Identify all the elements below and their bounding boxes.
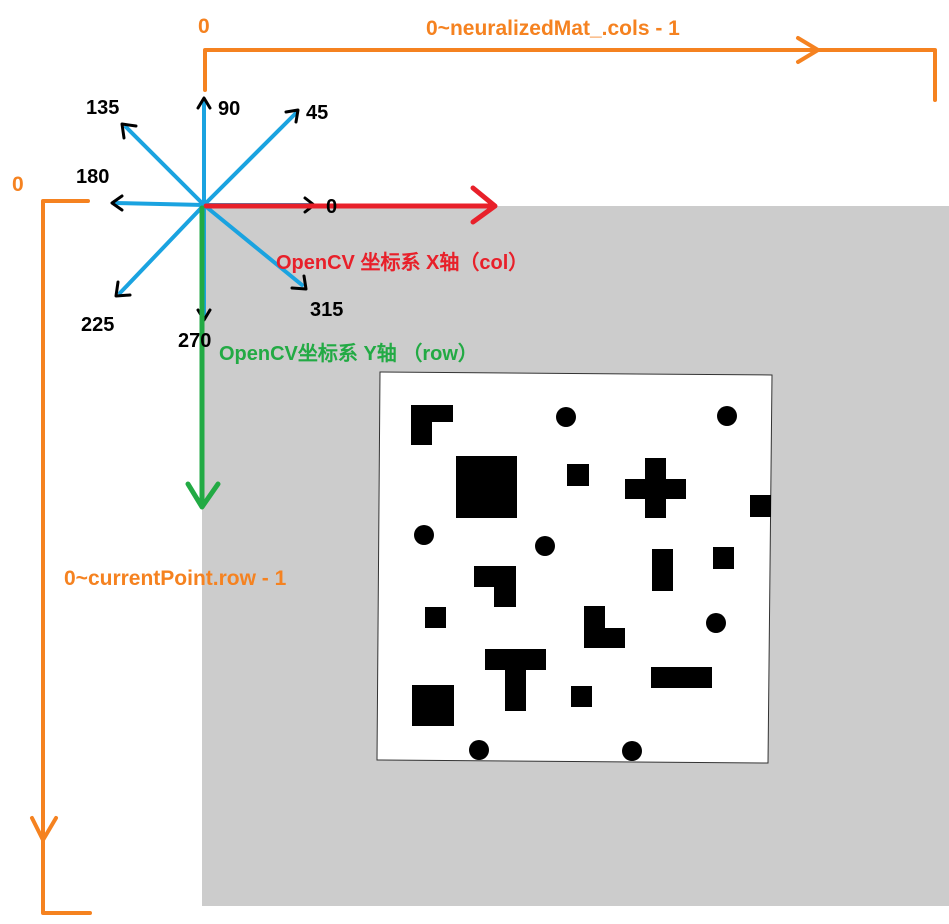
ray-225 (118, 203, 206, 295)
angle-label-135: 135 (86, 97, 119, 119)
plus-icon (625, 458, 686, 518)
t-shape-icon (485, 649, 546, 711)
cols-range-bracket (203, 48, 937, 102)
l-shape-icon (584, 606, 625, 648)
ray-45 (202, 111, 298, 207)
square-icon (412, 685, 454, 726)
square-icon (567, 464, 589, 486)
dot-icon (706, 613, 726, 633)
angle-label-270: 270 (178, 330, 211, 352)
ray-135 (124, 125, 206, 207)
angle-label-225: 225 (81, 314, 114, 336)
angle-label-315: 315 (310, 299, 343, 321)
arrow-icon (114, 280, 132, 298)
arrow-icon (196, 96, 212, 110)
marker-shapes (411, 405, 771, 761)
angle-label-90: 90 (218, 98, 240, 120)
angle-label-180: 180 (76, 166, 109, 188)
angle-label-0: 0 (326, 196, 337, 218)
square-icon (713, 547, 734, 569)
arrow-icon (290, 274, 308, 291)
dot-icon (717, 406, 737, 426)
bar-icon (652, 549, 673, 591)
cols-range-arrowhead (796, 36, 820, 64)
angle-label-45: 45 (306, 102, 328, 124)
arrow-icon (120, 122, 138, 140)
ray-180 (112, 201, 206, 207)
dot-icon (414, 525, 434, 545)
ray-315 (202, 203, 304, 287)
l-shape-icon (411, 405, 453, 445)
y-axis-title: OpenCV坐标系 Y轴 （row） (219, 341, 478, 365)
square-icon (425, 607, 446, 628)
bar-icon (651, 667, 712, 688)
rows-range-arrowhead (30, 816, 58, 842)
direction-labels: 0 45 90 135 180 225 270 315 (76, 97, 343, 352)
dot-icon (556, 407, 576, 427)
top-zero-label: 0 (198, 15, 210, 38)
square-icon (571, 686, 592, 707)
direction-rays (112, 98, 314, 320)
rows-range-label: 0~currentPoint.row - 1 (64, 567, 287, 590)
x-axis-title: OpenCV 坐标系 X轴（col） (276, 250, 528, 274)
arrow-icon (110, 194, 124, 212)
cols-range-label: 0~neuralizedMat_.cols - 1 (426, 17, 680, 40)
arrow-icon (284, 108, 300, 124)
square-icon (456, 456, 517, 518)
dot-icon (622, 741, 642, 761)
left-zero-label: 0 (12, 173, 24, 196)
l-shape-icon (474, 566, 516, 607)
dot-icon (469, 740, 489, 760)
rows-range-bracket (41, 199, 92, 915)
dot-icon (535, 536, 555, 556)
x-axis-arrowhead (470, 185, 498, 225)
square-icon (750, 495, 771, 517)
y-axis-arrowhead (185, 481, 221, 510)
